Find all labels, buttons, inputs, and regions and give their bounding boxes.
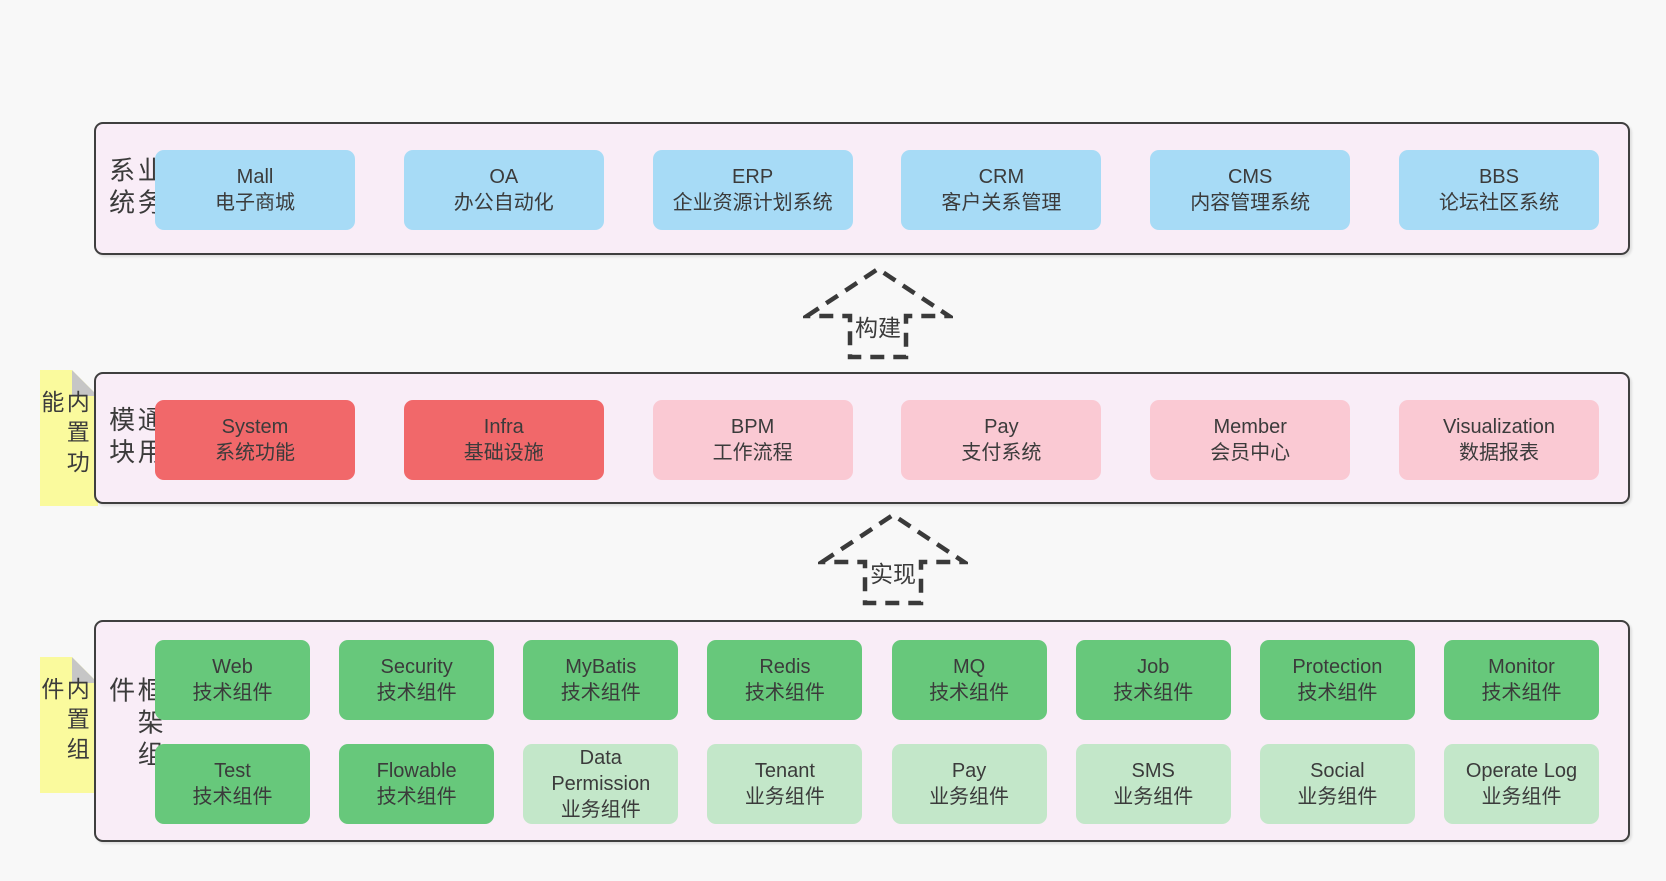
box-mall: Mall 电子商城 xyxy=(155,150,355,230)
box-mq: MQ 技术组件 xyxy=(891,640,1047,720)
common-modules-row: System 系统功能 Infra 基础设施 BPM 工作流程 Pay 支付系统… xyxy=(155,400,1599,480)
business-systems-row: Mall 电子商城 OA 办公自动化 ERP 企业资源计划系统 CRM 客户关系… xyxy=(155,150,1599,230)
box-protection: Protection 技术组件 xyxy=(1259,640,1415,720)
dashed-up-arrow-icon xyxy=(818,512,968,606)
box-pay-module: Pay 支付系统 xyxy=(901,400,1102,480)
box-mybatis: MyBatis 技术组件 xyxy=(523,640,679,720)
box-infra: Infra 基础设施 xyxy=(403,400,604,480)
box-redis: Redis 技术组件 xyxy=(707,640,863,720)
box-system: System 系统功能 xyxy=(155,400,355,480)
box-security: Security 技术组件 xyxy=(339,640,495,720)
panel-common-modules: 通用模块 System 系统功能 Infra 基础设施 BPM 工作流程 Pay… xyxy=(94,372,1630,504)
arrow-build-label: 构建 xyxy=(853,309,903,343)
box-monitor: Monitor 技术组件 xyxy=(1443,640,1599,720)
box-sms: SMS 业务组件 xyxy=(1075,744,1231,824)
arrow-build: 构建 xyxy=(803,264,953,360)
tab-built-in-components-label: 内置组件 xyxy=(37,677,90,767)
box-social: Social 业务组件 xyxy=(1259,744,1415,824)
arrow-implement-label: 实现 xyxy=(868,555,918,589)
box-operate-log: Operate Log 业务组件 xyxy=(1443,744,1599,824)
box-oa: OA 办公自动化 xyxy=(403,150,604,230)
panel-framework-components: 框架组件 Web 技术组件 Security 技术组件 MyBatis 技术组件… xyxy=(94,620,1630,842)
tab-built-in-components: 内置组件 xyxy=(40,657,98,793)
box-erp: ERP 企业资源计划系统 xyxy=(652,150,853,230)
box-bbs: BBS 论坛社区系统 xyxy=(1398,150,1599,230)
box-web: Web 技术组件 xyxy=(155,640,310,720)
framework-components-row-2: Test 技术组件 Flowable 技术组件 Data Permission … xyxy=(155,744,1599,824)
panel-business-systems: 业务系统 Mall 电子商城 OA 办公自动化 ERP 企业资源计划系统 CRM… xyxy=(94,122,1630,255)
box-pay-component: Pay 业务组件 xyxy=(891,744,1047,824)
box-visualization: Visualization 数据报表 xyxy=(1398,400,1599,480)
arrow-implement: 实现 xyxy=(818,510,968,606)
box-data-permission: Data Permission 业务组件 xyxy=(523,744,679,824)
box-tenant: Tenant 业务组件 xyxy=(707,744,863,824)
box-cms: CMS 内容管理系统 xyxy=(1150,150,1351,230)
box-job: Job 技术组件 xyxy=(1075,640,1231,720)
box-bpm: BPM 工作流程 xyxy=(652,400,853,480)
box-member: Member 会员中心 xyxy=(1150,400,1351,480)
framework-components-row-1: Web 技术组件 Security 技术组件 MyBatis 技术组件 Redi… xyxy=(155,640,1599,720)
box-crm: CRM 客户关系管理 xyxy=(901,150,1102,230)
box-flowable: Flowable 技术组件 xyxy=(339,744,495,824)
dashed-up-arrow-icon xyxy=(803,266,953,360)
tab-built-in-features: 内置功能 xyxy=(40,370,98,506)
box-test: Test 技术组件 xyxy=(155,744,310,824)
tab-built-in-features-label: 内置功能 xyxy=(37,390,90,480)
